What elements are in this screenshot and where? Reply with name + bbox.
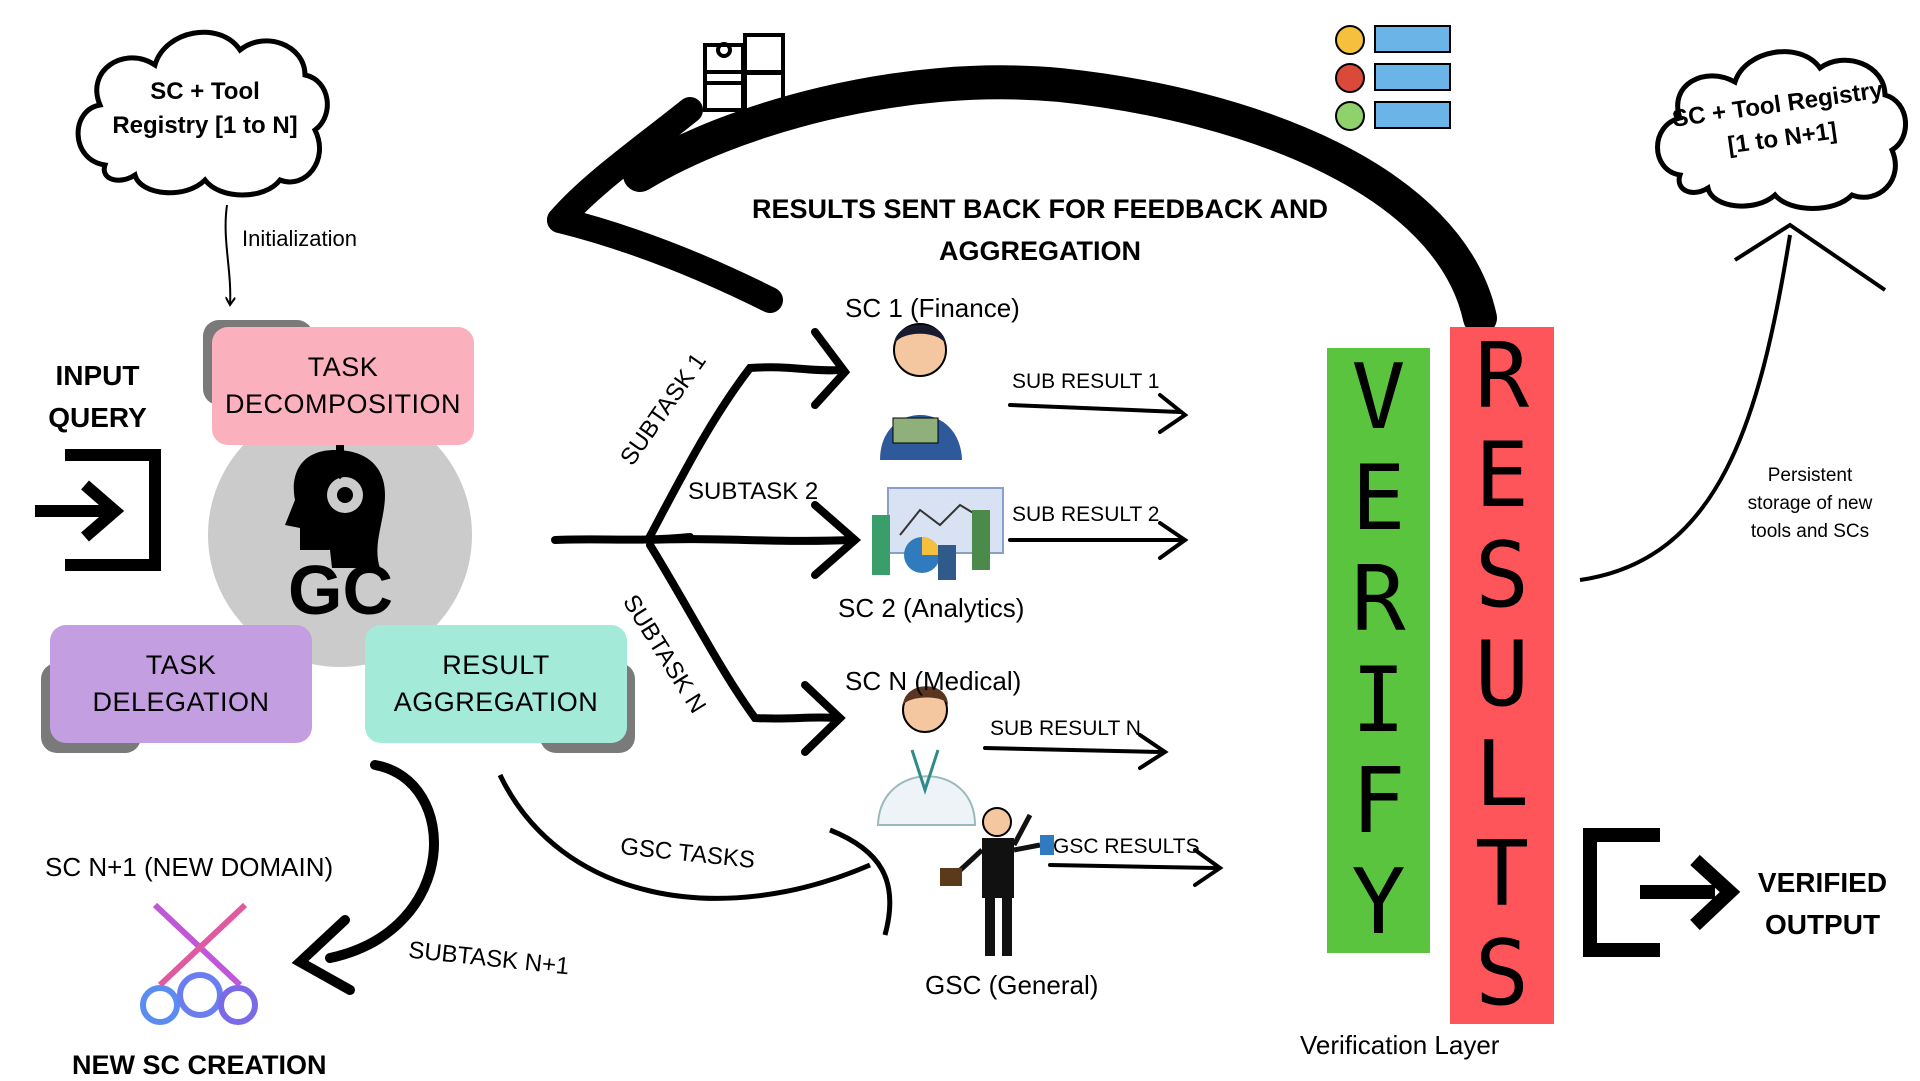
gc-label: GC [288, 551, 393, 629]
scn-title: SC N (Medical) [845, 666, 1022, 696]
initialization-label: Initialization [242, 226, 357, 251]
analytics-team-icon [872, 487, 1004, 580]
sc2-title: SC 2 (Analytics) [838, 593, 1025, 623]
subtask-2-label: SUBTASK 2 [688, 478, 819, 505]
new-sc-arrow-head [291, 915, 355, 995]
results-letter: E [1474, 423, 1530, 529]
task-delegation-line2: DELEGATION [92, 687, 270, 717]
verify-letter: R [1351, 547, 1406, 653]
task-decomposition-line2: DECOMPOSITION [224, 389, 461, 419]
persistent-storage-label: Persistent storage of new tools and SCs [1725, 462, 1895, 546]
feedback-faces-icon [1335, 25, 1451, 131]
task-decomposition-box[interactable]: TASK DECOMPOSITION [212, 327, 474, 445]
logout-icon [1583, 828, 1741, 957]
task-delegation-box[interactable]: TASK DELEGATION [50, 625, 312, 743]
verify-letter: E [1351, 446, 1406, 552]
verify-bar: V E R I F Y [1327, 348, 1430, 953]
registry-cloud-left [75, 29, 330, 198]
input-line1: INPUT [55, 360, 140, 391]
results-letter: L [1474, 722, 1530, 828]
registry-cloud-right [1655, 49, 1908, 211]
doctor-icon [876, 686, 977, 826]
gsc-tasks-arrow-head [829, 827, 893, 936]
verify-letter: V [1351, 345, 1406, 451]
gsc-tasks-arrow [497, 773, 871, 901]
subtask-branch-arrows [551, 328, 862, 756]
sub-result-2-label: SUB RESULT 2 [1012, 503, 1160, 526]
multitask-person-icon [940, 807, 1054, 956]
finance-person-icon [880, 323, 962, 460]
puzzle-icon [703, 33, 785, 112]
input-query-label: INPUT QUERY [45, 355, 150, 439]
tools-gears-icon [140, 902, 258, 1025]
persistent-line1: Persistent [1767, 465, 1853, 486]
sub-result-arrows [983, 393, 1224, 887]
task-decomposition-line1: TASK [307, 352, 379, 382]
results-letter: S [1474, 921, 1530, 1027]
initialization-arrow [224, 204, 231, 305]
results-bar: R E S U L T S [1450, 327, 1554, 1024]
verified-output-label: VERIFIED OUTPUT [1745, 862, 1900, 946]
persistent-storage-arrow [1579, 234, 1792, 582]
result-aggregation-line2: AGGREGATION [393, 687, 599, 717]
output-line1: VERIFIED [1757, 867, 1888, 898]
registry-left-line1: SC + Tool [150, 78, 260, 105]
sc1-title: SC 1 (Finance) [845, 293, 1020, 323]
persistent-storage-arrow-head [1733, 222, 1887, 292]
input-line2: QUERY [48, 402, 147, 433]
result-aggregation-box[interactable]: RESULT AGGREGATION [365, 625, 627, 743]
verify-letter: F [1351, 748, 1406, 854]
registry-left-line2: Registry [1 to N] [112, 112, 298, 139]
feedback-label-line2: AGGREGATION [939, 236, 1141, 266]
head-gear-icon [285, 440, 385, 568]
persistent-line2: storage of new [1747, 493, 1873, 514]
result-aggregation-line1: RESULT [442, 650, 550, 680]
verification-layer-label: Verification Layer [1300, 1030, 1500, 1060]
results-letter: R [1474, 323, 1530, 429]
gsc-title: GSC (General) [925, 970, 1099, 1000]
feedback-arrow-lower-barb [547, 207, 783, 313]
login-icon [35, 449, 161, 571]
output-line2: OUTPUT [1764, 909, 1881, 940]
new-sc-domain-label: SC N+1 (NEW DOMAIN) [45, 852, 334, 882]
sub-result-n-label: SUB RESULT N [990, 717, 1141, 740]
persistent-line3: tools and SCs [1750, 521, 1870, 542]
registry-left-text: SC + Tool Registry [1 to N] [95, 75, 315, 143]
results-letter: T [1474, 821, 1530, 927]
verify-letter: I [1351, 647, 1406, 753]
new-sc-arrow [325, 760, 440, 963]
feedback-arrow [623, 65, 1497, 335]
feedback-label-line1: RESULTS SENT BACK FOR FEEDBACK AND [751, 194, 1328, 224]
new-sc-creation-label: NEW SC CREATION [72, 1050, 327, 1080]
task-delegation-line1: TASK [145, 650, 217, 680]
gsc-results-label: GSC RESULTS [1053, 835, 1200, 858]
results-letter: U [1474, 622, 1530, 728]
feedback-arrow-upper-barb [547, 97, 703, 233]
results-letter: S [1474, 522, 1530, 628]
verify-letter: Y [1351, 849, 1406, 955]
feedback-label: RESULTS SENT BACK FOR FEEDBACK AND AGGRE… [735, 188, 1345, 272]
sub-result-1-label: SUB RESULT 1 [1012, 370, 1160, 393]
